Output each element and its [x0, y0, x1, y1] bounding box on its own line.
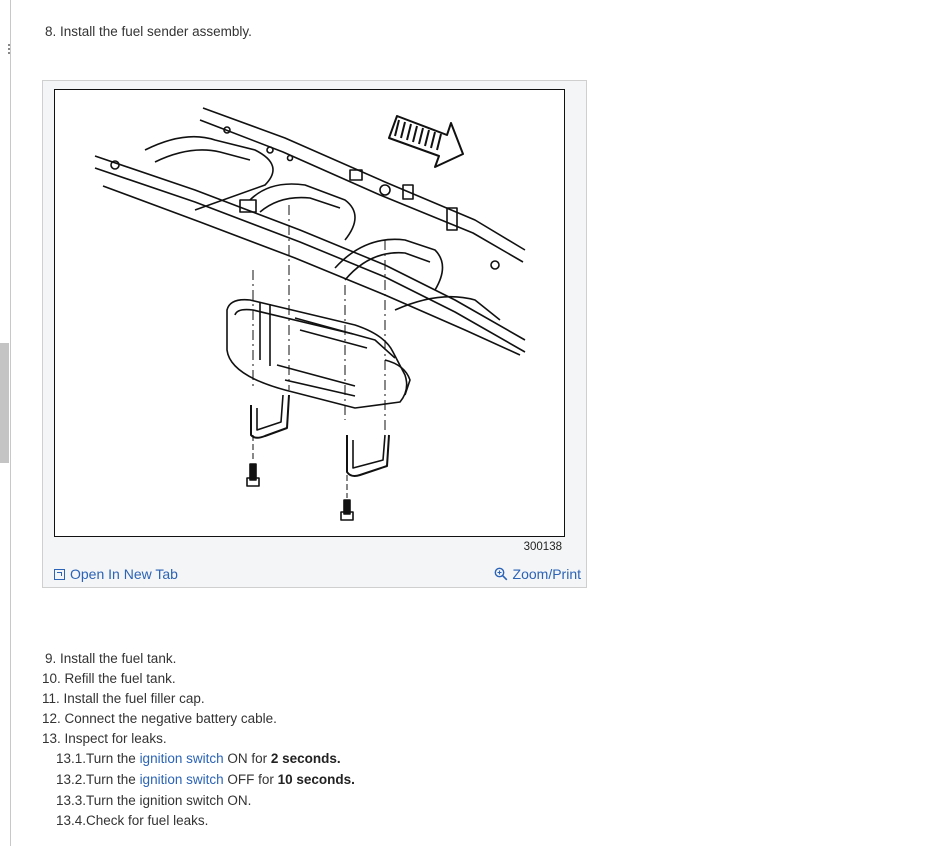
substep-13-4: 13.4.Check for fuel leaks. [56, 813, 209, 828]
substep-13-1: 13.1.Turn the ignition switch ON for 2 s… [56, 750, 341, 767]
open-in-new-tab-label: Open In New Tab [70, 566, 178, 582]
substep-13-3: 13.3.Turn the ignition switch ON. [56, 793, 252, 808]
zoom-icon [494, 567, 507, 581]
figure-code: 300138 [523, 541, 562, 553]
substep-13-1-middle: ON for [223, 751, 271, 766]
step-12: 12. Connect the negative battery cable. [42, 711, 277, 726]
step-9: 9. Install the fuel tank. [45, 651, 177, 666]
left-panel-border [10, 0, 11, 846]
open-in-new-tab-link[interactable]: Open In New Tab [54, 566, 178, 582]
substep-13-2: 13.2.Turn the ignition switch OFF for 10… [56, 771, 355, 788]
step-11: 11. Install the fuel filler cap. [42, 691, 205, 706]
external-link-icon [54, 568, 65, 580]
ignition-switch-link[interactable]: ignition switch [139, 751, 224, 766]
step-8: 8. Install the fuel sender assembly. [45, 24, 252, 39]
zoom-print-label: Zoom/Print [512, 566, 581, 582]
ignition-switch-link-2[interactable]: ignition switch [139, 772, 224, 787]
substep-13-2-middle: OFF for [223, 772, 278, 787]
substep-13-1-duration: 2 seconds. [270, 751, 341, 766]
zoom-print-link[interactable]: Zoom/Print [494, 566, 581, 582]
step-10: 10. Refill the fuel tank. [42, 671, 176, 686]
substep-13-2-prefix: 13.2.Turn the [56, 772, 140, 787]
substep-13-2-duration: 10 seconds. [277, 772, 355, 787]
scrollbar-thumb[interactable] [0, 343, 9, 463]
panel-resize-grip[interactable] [8, 44, 10, 54]
substep-13-1-prefix: 13.1.Turn the [56, 751, 140, 766]
fuel-tank-illustration [54, 89, 565, 537]
fuel-tank-line-drawing [94, 107, 526, 521]
figure-container: 300138 Open In New Tab Zoom/Print [42, 80, 587, 588]
step-13: 13. Inspect for leaks. [42, 731, 167, 746]
